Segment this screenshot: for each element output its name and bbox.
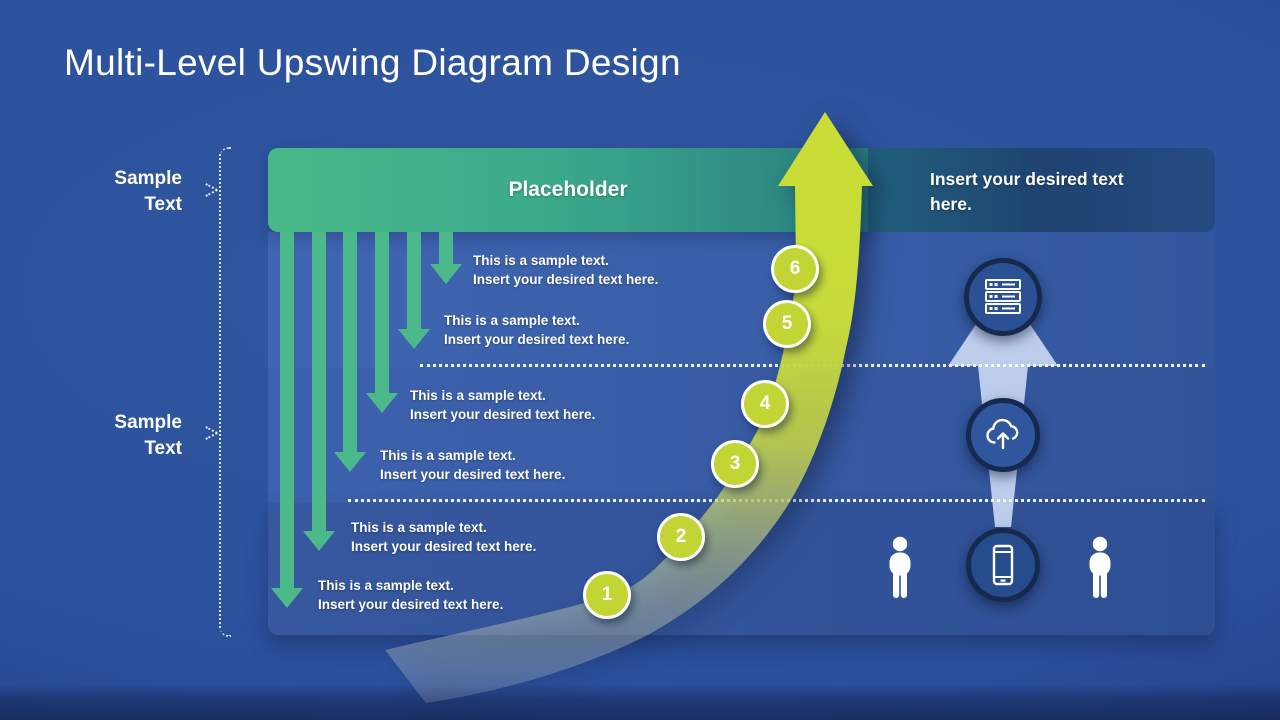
slide-title: Multi-Level Upswing Diagram Design xyxy=(64,42,681,83)
person-icon xyxy=(885,536,915,600)
dotted-separator-1 xyxy=(420,364,1205,367)
dotted-bracket-pointer xyxy=(205,432,218,440)
step-circle-5: 5 xyxy=(763,300,811,348)
down-arrow-1 xyxy=(271,232,303,608)
placeholder-label: Placeholder xyxy=(508,178,628,201)
step-text-4: This is a sample text.Insert your desire… xyxy=(410,388,596,422)
step-circle-2: 2 xyxy=(657,513,705,561)
down-arrow-6 xyxy=(430,232,462,284)
step-text-5: This is a sample text.Insert your desire… xyxy=(444,313,630,347)
dotted-bracket-bottom-curl xyxy=(220,626,231,637)
smartphone-icon xyxy=(966,528,1040,602)
step-circle-1: 1 xyxy=(583,571,631,619)
step-circle-3: 3 xyxy=(711,440,759,488)
cloud-upload-icon xyxy=(966,398,1040,472)
dotted-bracket-pointer xyxy=(205,189,218,197)
dotted-separator-2 xyxy=(348,499,1205,502)
dotted-bracket-top-curl xyxy=(220,147,231,158)
step-circle-6: 6 xyxy=(771,245,819,293)
down-arrow-5 xyxy=(398,232,430,349)
header-description: Insert your desired text here. xyxy=(930,169,1124,214)
header-bar-dark: Insert your desired text here. xyxy=(868,148,1215,232)
bottom-shadow-band xyxy=(0,684,1280,720)
sample-text-label-bottom: Sample Text xyxy=(114,412,182,459)
dotted-bracket-line xyxy=(219,154,221,628)
down-arrow-4 xyxy=(366,232,398,413)
step-text-3: This is a sample text.Insert your desire… xyxy=(380,448,566,482)
server-icon xyxy=(964,258,1042,336)
down-arrow-3 xyxy=(334,232,366,472)
down-arrow-2 xyxy=(303,232,335,551)
step-text-2: This is a sample text.Insert your desire… xyxy=(351,520,537,554)
step-text-6: This is a sample text.Insert your desire… xyxy=(473,253,659,287)
step-circle-4: 4 xyxy=(741,380,789,428)
sample-text-label-top: Sample Text xyxy=(114,168,182,215)
person-icon xyxy=(1085,536,1115,600)
header-bar-green: Placeholder xyxy=(268,148,868,232)
step-text-1: This is a sample text.Insert your desire… xyxy=(318,578,504,612)
